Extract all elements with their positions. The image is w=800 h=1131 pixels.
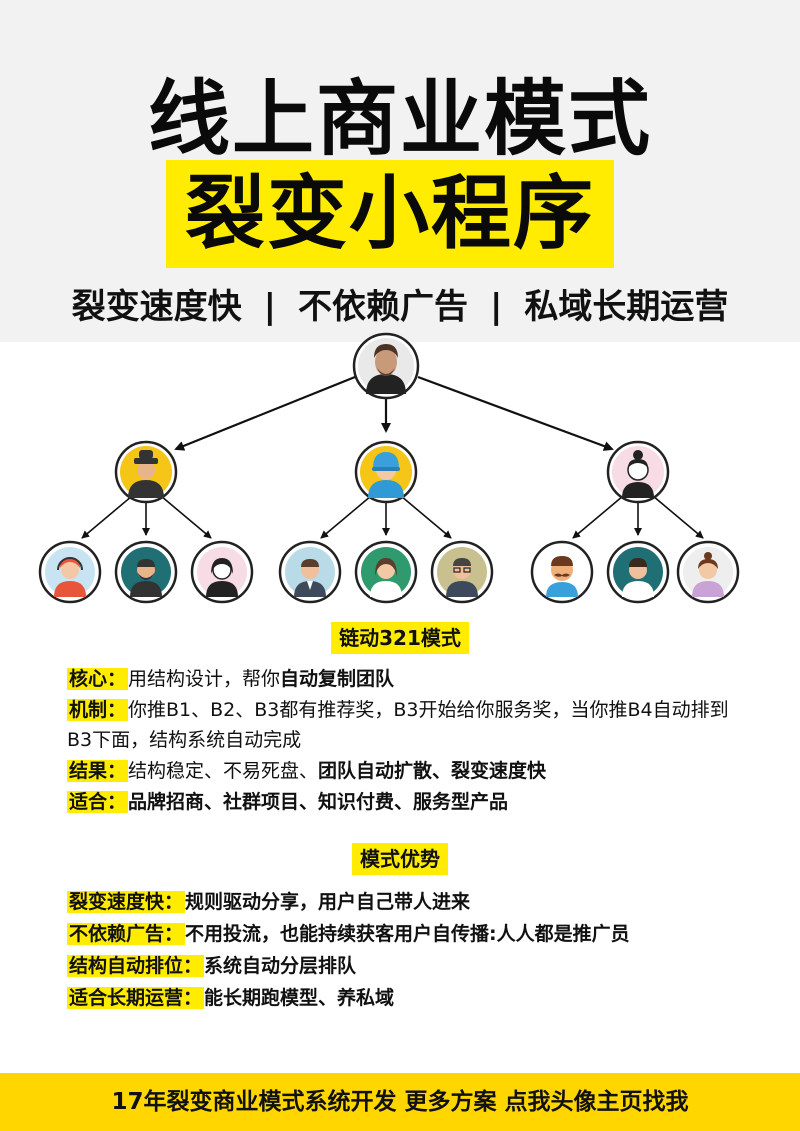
bun-woman-avatar [606,440,670,504]
section2-title-text: 模式优势 [352,843,448,875]
result-text: 结构稳定、不易死盘、 [128,760,319,782]
man-portrait-avatar [352,332,420,400]
woman-avatar [190,540,254,604]
feature-tagline: 裂变速度快 | 不依赖广告 | 私域长期运营 [0,284,800,330]
advantage-item: 不依赖广告：不用投流，也能持续获客用户自传播:人人都是推广员 [67,919,747,949]
tagline-separator: | [490,287,503,327]
section1-title-text: 链动321模式 [331,622,469,654]
section2-title: 模式优势 [0,843,800,875]
green-woman-avatar [354,540,418,604]
advantage-label: 裂变速度快： [67,891,186,913]
mechanism-line: 机制：你推B1、B2、B3都有推荐奖，B3开始给你服务奖，当你推B4自动排到B3… [67,695,747,755]
glasses-man-avatar [430,540,494,604]
advantage-item: 结构自动排位：系统自动分层排队 [67,951,747,981]
section1-title: 链动321模式 [0,622,800,654]
mechanism-label: 机制： [67,699,129,721]
main-title: 线上商业模式 [147,72,652,167]
footer-banner: 17年裂变商业模式系统开发 更多方案 点我头像主页找我 [0,1073,800,1131]
core-line: 核心：用结构设计，帮你自动复制团队 [67,664,747,694]
bun-girl-avatar [676,540,740,604]
advantage-item: 适合长期运营：能长期跑模型、养私域 [67,983,747,1013]
result-bold: 团队自动扩散、裂变速度快 [318,760,547,782]
core-text: 用结构设计，帮你 [128,668,281,690]
fit-line: 适合：品牌招商、社群项目、知识付费、服务型产品 [67,787,747,817]
result-label: 结果： [67,760,129,782]
advantage-label: 适合长期运营： [67,987,205,1009]
headset-woman-avatar [38,540,102,604]
title-highlight [166,160,614,268]
smiling-man-avatar [606,540,670,604]
advantage-label: 不依赖广告： [67,923,186,945]
mustache-man-avatar [530,540,594,604]
advantage-text: 不用投流，也能持续获客用户自传播:人人都是推广员 [185,923,630,945]
tagline-item-3: 私域长期运营 [524,287,729,327]
tree-connectors-level2 [81,495,704,539]
advantage-text: 规则驱动分享，用户自己带人进来 [185,891,471,913]
advantage-item: 裂变速度快：规则驱动分享，用户自己带人进来 [67,887,747,917]
helmet-man-avatar [354,440,418,504]
bearded-man-avatar [114,540,178,604]
advantage-text: 能长期跑模型、养私域 [204,987,395,1009]
result-line: 结果：结构稳定、不易死盘、团队自动扩散、裂变速度快 [67,756,747,786]
sub-title: 裂变小程序 [185,167,595,260]
hat-man-avatar [114,440,178,504]
fit-label: 适合： [67,791,129,813]
tagline-item-2: 不依赖广告 [298,287,468,327]
advantage-label: 结构自动排位： [67,955,205,977]
suit-man-avatar [278,540,342,604]
referral-tree-diagram [38,332,740,604]
core-label: 核心： [67,668,129,690]
mechanism-text: 你推B1、B2、B3都有推荐奖，B3开始给你服务奖，当你推B4自动排到B3下面，… [67,699,729,751]
advantage-text: 系统自动分层排队 [204,955,357,977]
tree-connectors-level1 [174,375,614,451]
core-bold: 自动复制团队 [280,668,395,690]
tagline-item-1: 裂变速度快 [71,287,242,327]
tagline-separator: | [263,287,276,327]
fit-bold: 品牌招商、社群项目、知识付费、服务型产品 [128,791,509,813]
